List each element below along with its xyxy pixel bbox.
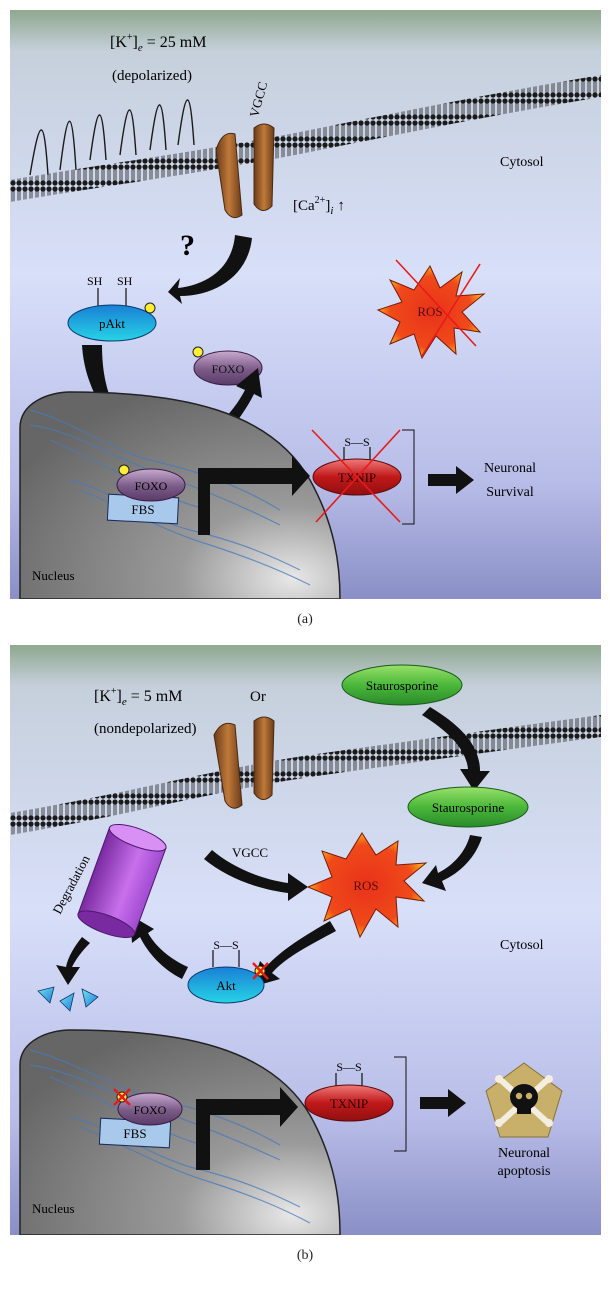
pakt-label: pAkt bbox=[99, 316, 125, 331]
panel-a: VGCC [K+]e = 25 mM (depolarized) Cytosol… bbox=[10, 10, 601, 599]
outcome-line-2: Survival bbox=[486, 485, 534, 500]
fbs-label: FBS bbox=[131, 502, 154, 517]
bracket bbox=[402, 429, 415, 525]
arrow-ros-to-akt bbox=[252, 921, 336, 987]
pakt-protein bbox=[67, 288, 157, 342]
foxo-nuclear-label: FOXO bbox=[135, 479, 168, 493]
foxo-cytosolic bbox=[192, 346, 263, 386]
cell-membrane bbox=[10, 715, 601, 835]
disulfide-label: S—S bbox=[344, 435, 369, 449]
sh-label-2: SH bbox=[117, 274, 133, 288]
skull-crossbones-icon bbox=[485, 1062, 563, 1138]
ros-blocked-cross bbox=[395, 259, 481, 357]
fbs-label: FBS bbox=[123, 1126, 146, 1141]
proteasome-cylinder bbox=[77, 823, 167, 939]
vgcc-label: VGCC bbox=[232, 845, 268, 860]
caption-b: (b) bbox=[296, 1248, 314, 1263]
nucleus bbox=[19, 391, 341, 599]
akt-label: Akt bbox=[216, 978, 236, 993]
nondepolarized-label: (nondepolarized) bbox=[94, 721, 196, 737]
degraded-fragments bbox=[37, 986, 99, 1012]
arrow-staurosporine-to-ros bbox=[422, 835, 482, 891]
k-concentration-label: [K+]e = 25 mM bbox=[110, 32, 206, 54]
staurosporine-extracellular bbox=[341, 664, 463, 706]
caption-a: (a) bbox=[297, 612, 313, 627]
action-potentials bbox=[29, 99, 195, 176]
ros-label: ROS bbox=[353, 878, 378, 893]
calcium-label: [Ca2+]i↑ bbox=[293, 195, 345, 217]
ros-burst bbox=[306, 832, 428, 939]
nucleus-label: Nucleus bbox=[32, 1201, 75, 1216]
arrow-calcium-to-pakt bbox=[168, 235, 252, 304]
panel-a-diagram: VGCC [K+]e = 25 mM (depolarized) Cytosol… bbox=[10, 10, 601, 599]
cytosol-label: Cytosol bbox=[500, 938, 544, 953]
outcome-arrow bbox=[420, 1089, 466, 1117]
akt-disulfide-label: S—S bbox=[213, 938, 238, 952]
outcome-line-2: apoptosis bbox=[498, 1164, 551, 1179]
k-concentration-label: [K+]e = 5 mM bbox=[94, 686, 182, 708]
cytosol-label: Cytosol bbox=[500, 155, 544, 170]
foxo-nuclear-label: FOXO bbox=[134, 1103, 167, 1117]
txnip-blocked-cross bbox=[311, 429, 401, 523]
vgcc-channel bbox=[213, 716, 275, 809]
ros-label: ROS bbox=[417, 304, 442, 319]
bracket bbox=[394, 1056, 407, 1152]
nucleus bbox=[19, 1029, 341, 1235]
transcription-arrow bbox=[198, 456, 310, 535]
outcome-arrow bbox=[428, 466, 474, 494]
staurosporine-intracellular bbox=[407, 786, 529, 828]
sh-label-1: SH bbox=[87, 274, 103, 288]
panel-b-diagram: VGCC [K+]e = 5 mM Or (nondepolarized) St… bbox=[10, 645, 601, 1235]
foxo-nuclear bbox=[116, 464, 186, 502]
cell-membrane bbox=[10, 75, 601, 202]
staurosporine-label-in: Staurosporine bbox=[432, 800, 504, 815]
arrow-akt-to-degradation bbox=[130, 915, 188, 979]
staurosporine-label-out: Staurosporine bbox=[366, 678, 438, 693]
outcome-line-1: Neuronal bbox=[484, 461, 536, 476]
transcription-arrow bbox=[196, 1087, 298, 1170]
ros-burst bbox=[376, 264, 486, 360]
panel-b: VGCC [K+]e = 5 mM Or (nondepolarized) St… bbox=[10, 645, 601, 1235]
akt-protein bbox=[187, 950, 269, 1004]
arrow-vgcc-to-ros bbox=[204, 850, 308, 901]
txnip-protein bbox=[304, 1073, 394, 1122]
vgcc-channel bbox=[215, 123, 275, 219]
foxo-cytosolic-label: FOXO bbox=[212, 362, 245, 376]
txnip-disulfide-label: S—S bbox=[336, 1060, 361, 1074]
txnip-label: TXNIP bbox=[330, 1096, 368, 1111]
foxo-nuclear bbox=[113, 1088, 183, 1126]
arrow-staurosporine-entry bbox=[422, 707, 490, 791]
arrow-to-fragments bbox=[56, 937, 90, 985]
nucleus-label: Nucleus bbox=[32, 568, 75, 583]
or-label: Or bbox=[250, 689, 266, 705]
outcome-line-1: Neuronal bbox=[498, 1146, 550, 1161]
depolarized-label: (depolarized) bbox=[112, 68, 192, 84]
unknown-mechanism-mark: ? bbox=[180, 229, 195, 262]
